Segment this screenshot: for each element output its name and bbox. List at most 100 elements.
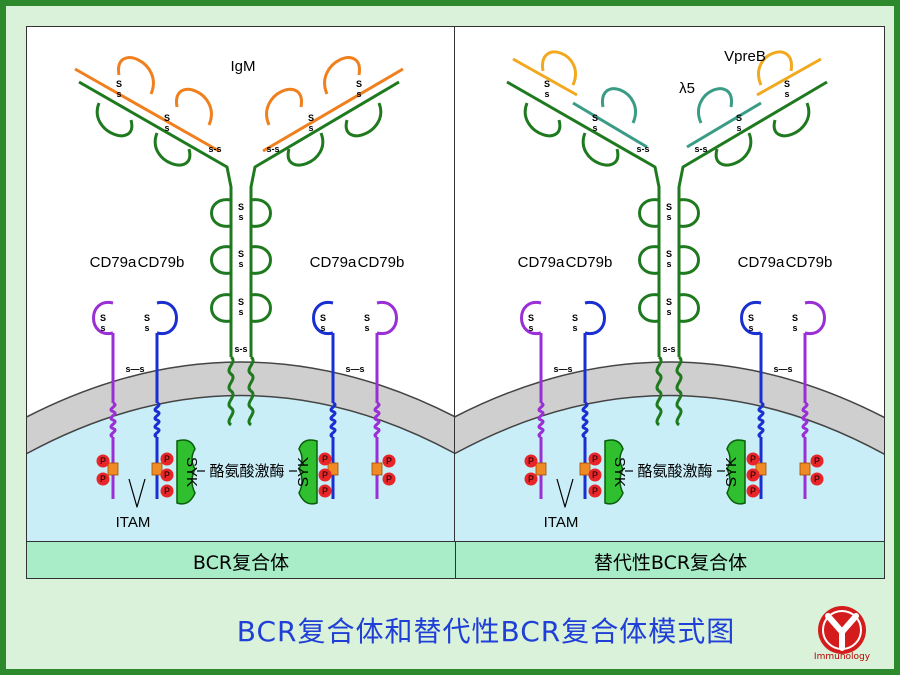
heavy-left-c-loop-2 [210,293,232,323]
syk-right-label: SYK [723,457,740,487]
p-r4-label: P [386,456,392,466]
p-l1-label: P [528,456,534,466]
immunology-logo-icon [818,606,866,654]
arm-ss-l1-s1: S [116,79,122,89]
light-chain-right [262,67,404,153]
heavy-chain-left-stem [506,80,661,357]
p-r1-circle [318,452,332,466]
light-right-v-loop [323,56,361,95]
vpreb-right-loop [757,50,793,86]
p-l4-label: P [164,470,170,480]
hinge-disulfide: s-s [234,344,247,354]
arm-ss-l2-s1: S [592,113,598,123]
lambda5-left-loop [601,87,637,124]
cd79b-ss-left-s2: s [144,323,149,333]
cd79a-ss-left-s1: S [528,313,534,323]
vpreb-right [756,57,822,97]
p-r2-label: P [750,470,756,480]
p-r2-circle [746,468,760,482]
cd79b-tm-right [329,401,337,439]
itam-bar-left-1 [579,462,591,476]
syk-right-label: SYK [295,457,312,487]
cd79a-ss-right-s1: S [364,313,370,323]
heavy-chain-right-stem [249,80,400,357]
arm-ss-l2-s2: s [592,123,597,133]
cd79b-label-right: CD79b [358,254,405,271]
cd79a-label-left: CD79a [518,254,565,271]
heavy-right-c-loop-1 [678,245,700,275]
p-l2-label: P [528,474,534,484]
p-r1-circle [746,452,760,466]
arm-ss-l2-s2: s [164,123,169,133]
cd79-interchain-ss-left: s—s [553,364,572,374]
cd79a-ss-left-s2: s [528,323,533,333]
cd79b-label-right: CD79b [786,254,833,271]
heavy-left-c-loop-0 [210,198,232,228]
p-l3-label: P [164,454,170,464]
cd79b-loop-left [156,301,178,335]
heavy-ss-2-s2: s [238,307,243,317]
heavy-ss-2-s1: S [666,297,672,307]
lambda5-right [686,101,762,149]
heavy-left-c-loop-2 [638,293,660,323]
lambda5-label: λ5 [679,80,695,97]
p-l5-circle [160,484,174,498]
cd79a-label-right: CD79a [310,254,357,271]
cd79a-loop-left [520,301,542,335]
cd79a-label-left: CD79a [90,254,137,271]
heavy-ss-1-s2: s [666,259,671,269]
cd79a-ss-right-s2: s [364,323,369,333]
heavy-ss-2-s1: S [238,297,244,307]
itam-bar-right-1 [755,462,767,476]
p-r3-circle [746,484,760,498]
syk-right-shape [298,439,318,505]
cell-membrane [455,361,884,455]
itam-bar-right-0 [371,462,383,476]
heavy-right-c-loop-0 [250,198,272,228]
lambda5-right-loop [697,87,733,124]
heavy-chain-left-stem [78,80,233,357]
hinge-disulfide: s-s [662,344,675,354]
cd79b-tm-right [757,401,765,439]
cd79b-ss-right-s2: s [748,323,753,333]
p-l4-circle [588,468,602,482]
cd79-interchain-ss-right: s—s [773,364,792,374]
arm-ss-r3: s-s [694,144,707,154]
cd79b-loop-right [740,301,762,335]
arm-ss-r1-s2: s [356,89,361,99]
p-l2-circle [524,472,538,486]
cd79b-ss-left-s1: S [144,313,150,323]
p-r5-label: P [386,474,392,484]
arm-ss-r1-s1: S [356,79,362,89]
cell-membrane [27,361,455,455]
heavy-right-c1-loop [286,132,325,167]
arm-ss-r2-s2: s [308,123,313,133]
heavy-chain-right-tail [247,355,255,427]
arm-ss-r1-s2: s [784,89,789,99]
igm-label: IgM [230,58,255,75]
itam-bar-left-0 [535,462,547,476]
syk-left-shape [604,439,624,505]
cytoplasm [27,392,455,541]
cd79a-tm-right [801,401,809,439]
heavy-ss-0-s1: S [666,202,672,212]
syk-right-shape [726,439,746,505]
arm-ss-r2-s2: s [736,123,741,133]
p-l3-circle [160,452,174,466]
p-r5-circle [382,472,396,486]
p-r3-circle [318,484,332,498]
heavy-left-c1-loop [153,132,192,167]
arm-ss-l1-s2: s [544,89,549,99]
arm-ss-l2-s1: S [164,113,170,123]
panel-divider [454,27,455,541]
itam-bar-left-0 [107,462,119,476]
vpreb-left-loop [541,50,577,86]
p-l5-label: P [592,486,598,496]
p-l4-label: P [592,470,598,480]
lambda5-left [572,101,648,149]
heavy-ss-2-s2: s [666,307,671,317]
p-l1-circle [524,454,538,468]
kinase-label: 酪氨酸激酶 [637,463,712,480]
